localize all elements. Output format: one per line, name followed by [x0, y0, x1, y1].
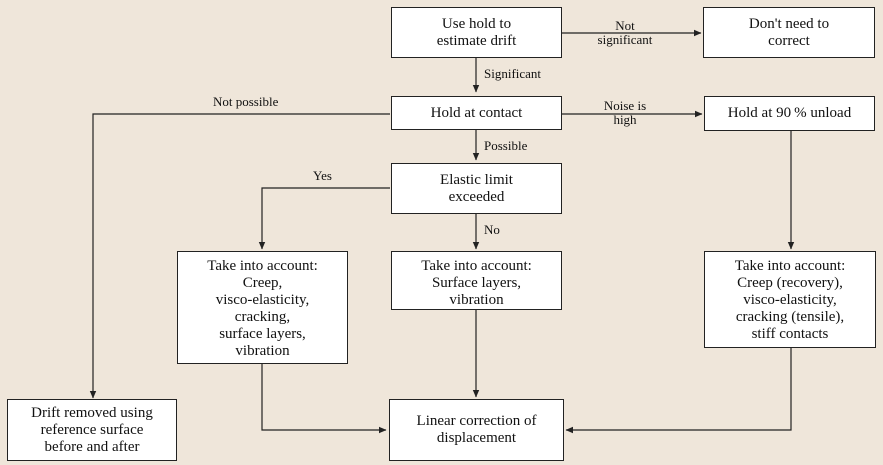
- label-not-possible: Not possible: [213, 94, 279, 109]
- arrow-not-possible: [89, 113, 390, 399]
- arrow-right-account-to-linear: [565, 348, 792, 434]
- text-line: estimate drift: [436, 32, 517, 49]
- arrow-yes: [258, 187, 390, 250]
- text-line: visco-elasticity,: [215, 292, 310, 308]
- text-line: reference surface: [40, 421, 144, 438]
- text-line: cracking (tensile),: [735, 309, 845, 325]
- label-significant: Significant: [484, 66, 542, 81]
- text-line: cracking,: [234, 309, 291, 325]
- text-line: displacement: [436, 430, 517, 446]
- text-line: stiff contacts: [751, 326, 829, 342]
- text-line: significant: [597, 32, 653, 47]
- label-no: No: [484, 222, 500, 237]
- text-line: Take into account:: [207, 258, 318, 274]
- node-take-into-account-right: Take into account:Creep (recovery),visco…: [704, 251, 876, 348]
- node-take-into-account-left: Take into account:Creep,visco-elasticity…: [177, 251, 348, 364]
- label-yes: Yes: [313, 168, 332, 183]
- text-line: Elastic limit: [440, 171, 513, 188]
- text-line: Creep,: [242, 275, 283, 291]
- label-possible: Possible: [484, 138, 528, 153]
- text-line: surface layers,: [219, 326, 306, 342]
- text-line: exceeded: [448, 188, 505, 205]
- text-line: high: [613, 112, 637, 127]
- text-line: Not: [615, 18, 635, 33]
- text-line: Creep (recovery),: [737, 275, 843, 291]
- text-line: before and after: [44, 438, 140, 455]
- node-hold-at-unload: Hold at 90 % unload: [704, 96, 875, 131]
- text-line: visco-elasticity,: [743, 292, 837, 308]
- text-line: Don't need to: [748, 15, 830, 32]
- arrow-left-account-to-linear: [261, 364, 387, 434]
- text-line: vibration: [235, 343, 290, 359]
- text-line: Drift removed using: [31, 404, 153, 421]
- text-line: correct: [768, 32, 810, 49]
- text-line: Hold at 90 % unload: [727, 105, 852, 121]
- text-line: Take into account:: [734, 258, 846, 274]
- node-take-into-account-middle: Take into account:Surface layers,vibrati…: [391, 251, 562, 310]
- text-line: Linear correction of: [416, 413, 537, 429]
- text-line: Take into account:: [421, 258, 532, 274]
- text-line: Hold at contact: [430, 104, 523, 121]
- text-line: Use hold to: [441, 15, 512, 32]
- text-line: Surface layers,: [431, 275, 522, 291]
- node-hold-at-contact: Hold at contact: [391, 96, 562, 130]
- text-line: Noise is: [603, 98, 647, 113]
- text-line: vibration: [449, 292, 504, 308]
